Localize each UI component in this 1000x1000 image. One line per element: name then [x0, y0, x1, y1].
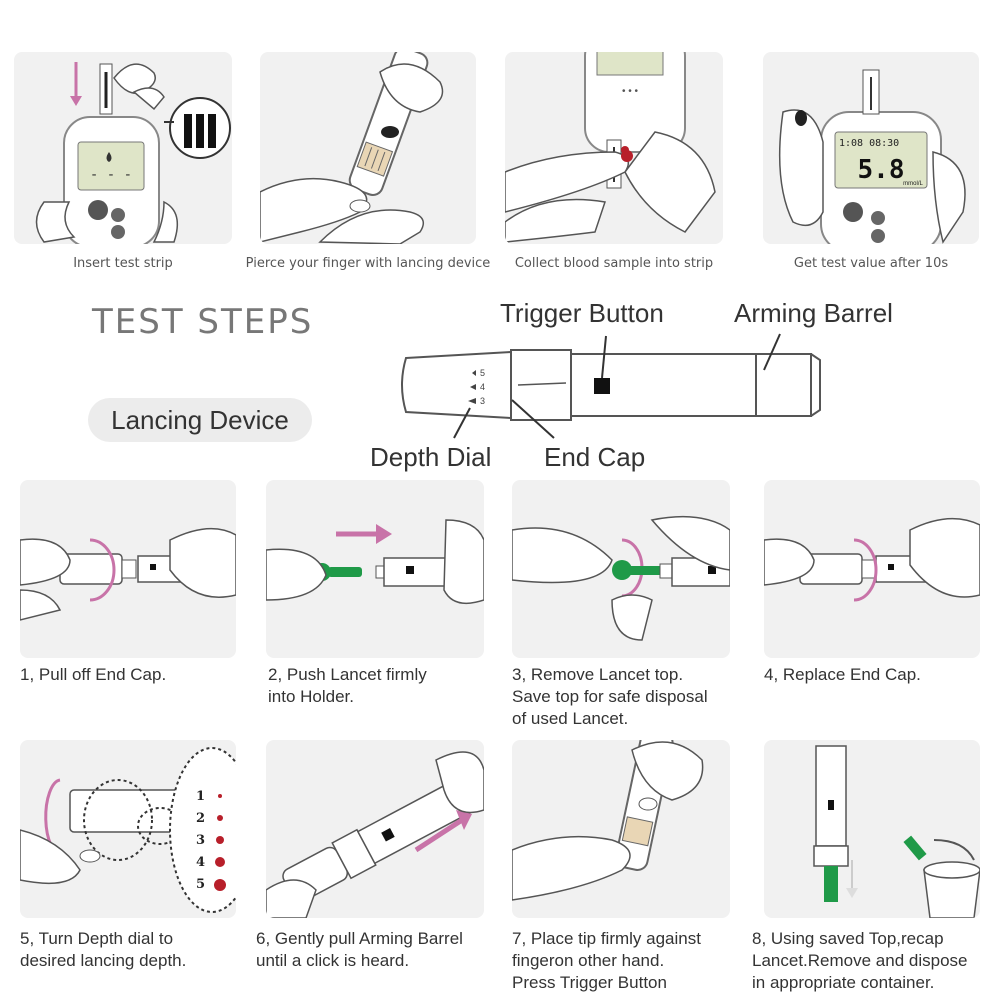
step-1-line-1: 1, Pull off End Cap.: [20, 665, 167, 684]
step-7-line-2: fingeron other hand.: [512, 951, 665, 970]
meter-date-text: 1:08 08:30: [839, 138, 899, 149]
step-2-line-1: 2, Push Lancet firmly: [268, 665, 427, 684]
panel-pierce-finger: [260, 52, 476, 244]
panel-step-7: [512, 740, 730, 918]
svg-text:- - -: - - -: [90, 167, 132, 183]
step-8-line-3: in appropriate container.: [752, 973, 935, 992]
panel-collect-blood: • • •: [505, 52, 723, 244]
caption-collect-blood: Collect blood sample into strip: [514, 256, 714, 271]
step-1-caption: 1, Pull off End Cap.: [20, 664, 166, 686]
depth-level-5: 5: [196, 877, 205, 892]
meter-unit-text: mmol/L: [903, 181, 923, 187]
dial-number-3: 3: [480, 396, 485, 406]
lancing-device-diagram: 5 4 3: [396, 330, 826, 450]
step-3-caption: 3, Remove Lancet top. Save top for safe …: [512, 664, 708, 730]
step-3-line-3: of used Lancet.: [512, 709, 629, 728]
depth-level-2: 2: [196, 811, 205, 826]
device-name-badge: Lancing Device: [88, 398, 312, 442]
label-end-cap: End Cap: [544, 442, 646, 472]
panel-step-5: 1 2 3 4 5: [20, 740, 236, 918]
step-3-line-1: 3, Remove Lancet top.: [512, 665, 684, 684]
svg-text:• • •: • • •: [622, 86, 639, 97]
depth-level-1: 1: [196, 789, 205, 804]
panel-step-6: [266, 740, 484, 918]
step-2-line-2: into Holder.: [268, 687, 354, 706]
label-arming-barrel: Arming Barrel: [734, 298, 893, 328]
step-8-caption: 8, Using saved Top,recap Lancet.Remove a…: [752, 928, 967, 994]
step-8-line-1: 8, Using saved Top,recap: [752, 929, 944, 948]
dial-number-4: 4: [480, 382, 485, 392]
panel-insert-strip: - - -: [14, 52, 232, 244]
depth-level-4: 4: [196, 855, 205, 870]
panel-step-3: [512, 480, 730, 658]
step-6-line-2: until a click is heard.: [256, 951, 410, 970]
step-5-line-2: desired lancing depth.: [20, 951, 187, 970]
depth-level-3: 3: [196, 833, 205, 848]
label-depth-dial: Depth Dial: [370, 442, 492, 472]
step-5-caption: 5, Turn Depth dial to desired lancing de…: [20, 928, 186, 972]
step-7-line-1: 7, Place tip firmly against: [512, 929, 701, 948]
panel-step-8: [764, 740, 980, 918]
step-6-caption: 6, Gently pull Arming Barrel until a cli…: [256, 928, 463, 972]
step-2-caption: 2, Push Lancet firmly into Holder.: [268, 664, 427, 708]
panel-get-value: 1:08 08:30 5.8 mmol/L: [763, 52, 979, 244]
step-3-line-2: Save top for safe disposal: [512, 687, 708, 706]
caption-insert-strip: Insert test strip: [73, 256, 173, 271]
step-8-line-2: Lancet.Remove and dispose: [752, 951, 968, 970]
step-5-line-1: 5, Turn Depth dial to: [20, 929, 174, 948]
meter-value-text: 5.8: [858, 155, 905, 185]
step-7-caption: 7, Place tip firmly against fingeron oth…: [512, 928, 701, 994]
step-4-caption: 4, Replace End Cap.: [764, 664, 921, 686]
panel-step-1: [20, 480, 236, 658]
section-title: TEST STEPS: [92, 302, 314, 342]
step-4-line-1: 4, Replace End Cap.: [764, 665, 921, 684]
dial-number-5: 5: [480, 368, 485, 378]
panel-step-2: [266, 480, 484, 658]
caption-get-value: Get test value after 10s: [793, 256, 949, 271]
caption-pierce-finger: Pierce your finger with lancing device: [245, 256, 491, 271]
step-7-line-3: Press Trigger Button: [512, 973, 667, 992]
label-trigger-button: Trigger Button: [500, 298, 664, 328]
step-6-line-1: 6, Gently pull Arming Barrel: [256, 929, 463, 948]
panel-step-4: [764, 480, 980, 658]
